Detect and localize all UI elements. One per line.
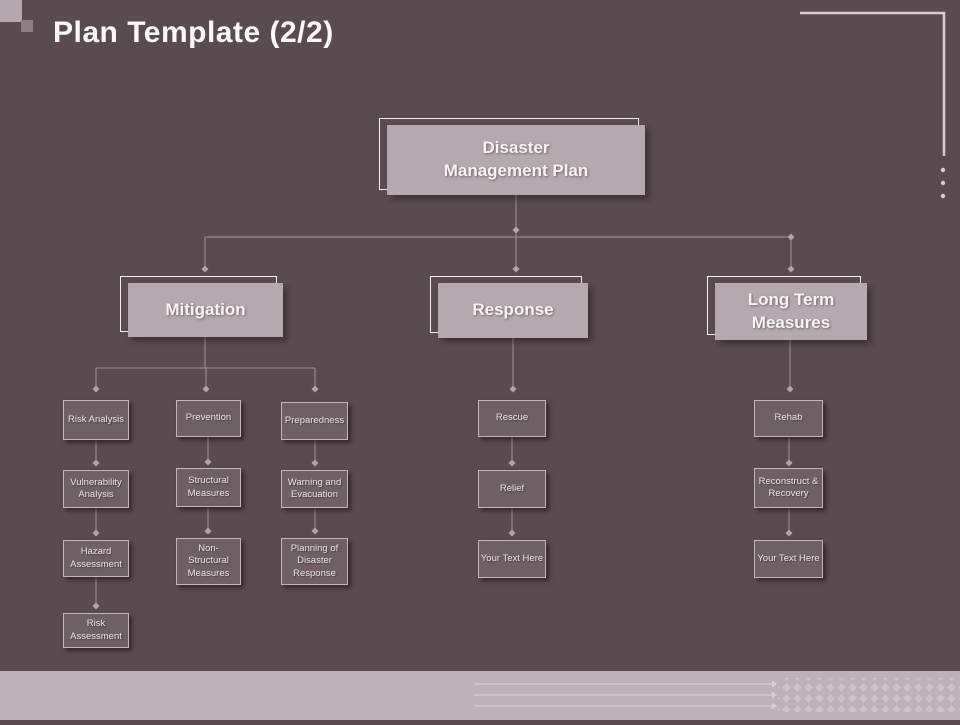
node-relief: Relief — [478, 470, 546, 508]
page-title: Plan Template (2/2) — [53, 16, 334, 49]
node-label: Mitigation — [165, 299, 246, 319]
footer-bar — [0, 671, 960, 720]
node-response: Response — [430, 276, 588, 338]
node-rescue: Rescue — [478, 400, 546, 437]
node-mitigation: Mitigation — [120, 276, 283, 337]
node-rehab: Rehab — [754, 400, 823, 437]
corner-square-small — [21, 20, 33, 32]
node-hazard-assessment: Hazard Assessment — [63, 540, 129, 577]
node-your-text-here-longterm: Your Text Here — [754, 540, 823, 578]
node-planning-of-disaster-response: Planning of Disaster Response — [281, 538, 348, 585]
node-disaster-management-plan: Disaster Management Plan — [379, 118, 645, 195]
node-vulnerability-analysis: Vulnerability Analysis — [63, 470, 129, 508]
node-label: Long Term Measures — [747, 289, 835, 332]
node-non-structural-measures: Non-Structural Measures — [176, 538, 241, 585]
node-reconstruct-recovery: Reconstruct & Recovery — [754, 468, 823, 508]
node-risk-analysis: Risk Analysis — [63, 400, 129, 440]
node-structural-measures: Structural Measures — [176, 468, 241, 507]
node-prevention: Prevention — [176, 400, 241, 437]
node-label: Response — [472, 300, 554, 320]
node-long-term-measures: Long Term Measures — [707, 276, 867, 340]
node-label: Disaster Management Plan — [443, 138, 589, 180]
corner-square-large — [0, 0, 22, 22]
footer-decoration — [474, 678, 960, 712]
node-warning-and-evacuation: Warning and Evacuation — [281, 470, 348, 508]
node-risk-assessment: Risk Assessment — [63, 613, 129, 648]
node-preparedness: Preparedness — [281, 402, 348, 440]
node-your-text-here-response: Your Text Here — [478, 540, 546, 578]
